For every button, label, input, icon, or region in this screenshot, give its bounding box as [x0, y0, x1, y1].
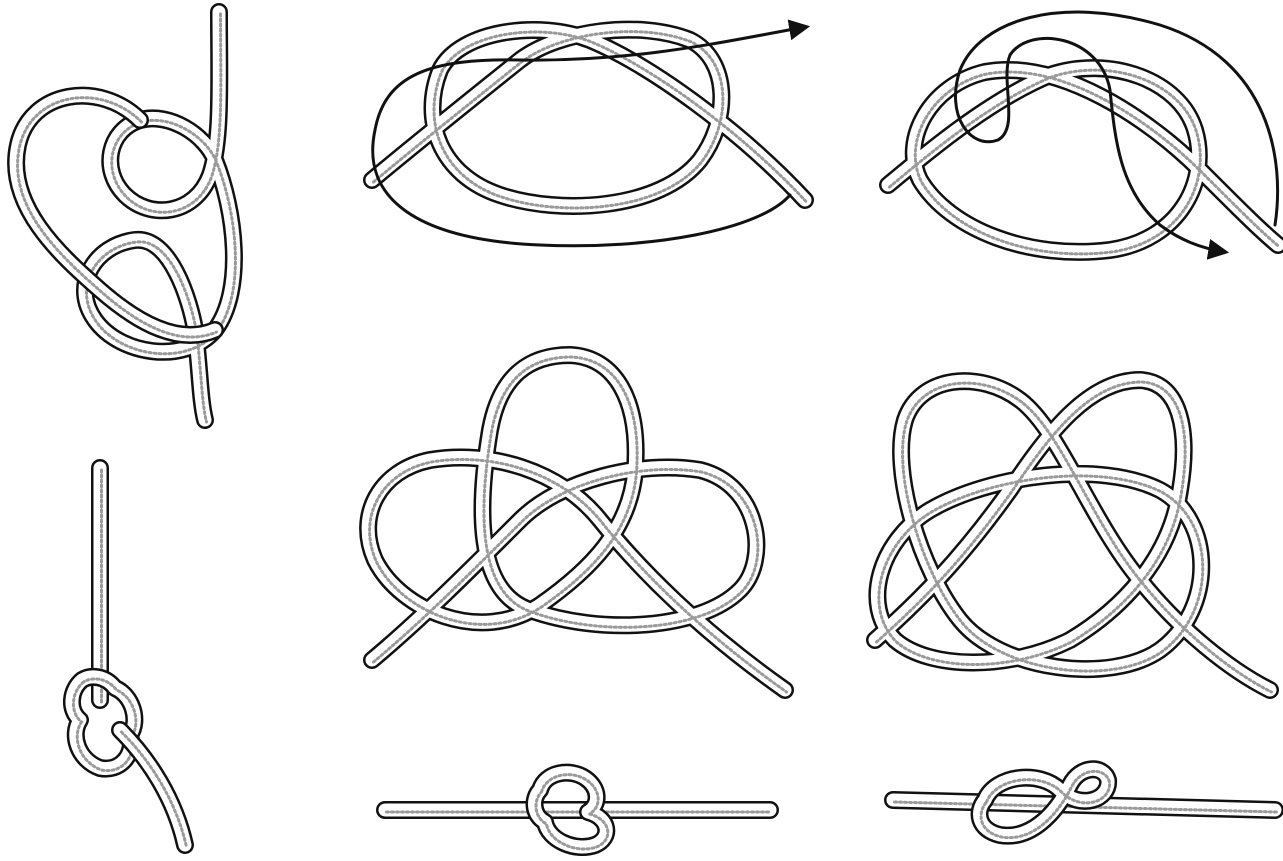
panel-4-three-lobed-knot	[368, 355, 786, 692]
panel-3-pretzel-loop	[888, 12, 1280, 254]
panel-7-tight-knot-horizontal	[385, 773, 772, 849]
panel-4-rope-fill	[368, 355, 785, 690]
panel-2-rope-fill	[372, 30, 805, 206]
panel-2-pretzel-loop	[372, 27, 807, 246]
panel-8-tight-figure-eight	[893, 769, 1277, 837]
panel-3-arrow	[955, 12, 1277, 252]
panel-5-rope-fill	[875, 380, 1270, 690]
panel-6-tight-knot-vertical	[72, 468, 187, 847]
panel-6-tail-fill	[120, 730, 185, 845]
panel-1-overhand-loop	[16, 12, 235, 422]
panel-5-interwoven-knot	[875, 380, 1272, 692]
